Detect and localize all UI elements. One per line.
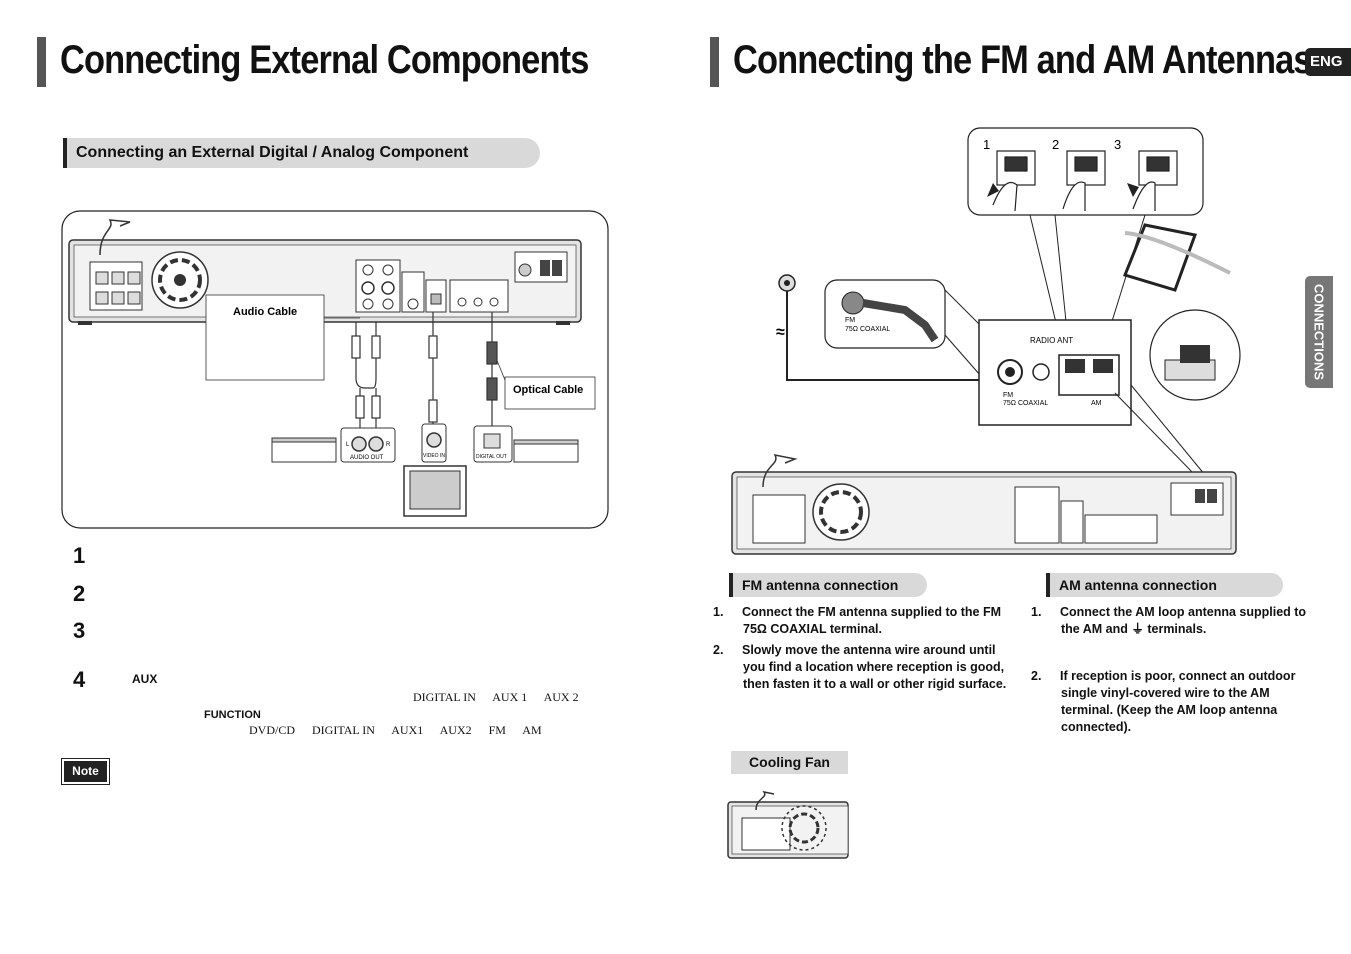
fm-instruction-1: 1.Connect the FM antenna supplied to the… (713, 605, 1002, 636)
function-options-row: DVD/CD DIGITAL IN AUX1 AUX2 FM AM (249, 723, 556, 738)
step-4-number: 4 (73, 667, 86, 692)
step-3-number: 3 (73, 618, 86, 643)
cooling-fan-label: Cooling Fan (731, 751, 848, 774)
audio-out-label: AUDIO OUT (350, 455, 384, 461)
language-tab: ENG (1305, 48, 1351, 76)
am-instructions: 1.Connect the AM loop antenna supplied t… (1031, 604, 1308, 740)
antenna-step-3: 3 (1114, 137, 1121, 152)
option-aux1: AUX 1 (492, 690, 528, 704)
page-title: Connecting External Components (60, 38, 589, 82)
digital-out-label: DIGITAL OUT (476, 454, 507, 460)
audio-cable-label: Audio Cable (233, 306, 297, 318)
step-2-number: 2 (73, 581, 86, 606)
connections-side-tab: CONNECTIONS (1305, 276, 1333, 388)
aux-label: AUX (132, 672, 158, 686)
cooling-fan-diagram (727, 790, 849, 859)
optical-cable-label: Optical Cable (513, 384, 583, 396)
section-title-external-component: Connecting an External Digital / Analog … (63, 138, 540, 168)
fm-terminal-label: FM (1003, 392, 1013, 399)
function-label: FUNCTION (204, 709, 261, 721)
fm-callout-coax-label: 75Ω COAXIAL (845, 326, 890, 333)
antenna-step-1: 1 (983, 137, 990, 152)
option-dvd-cd: DVD/CD (249, 723, 296, 737)
l-label: L (346, 442, 350, 448)
option-fm: FM (488, 723, 506, 737)
option-digital-in-2: DIGITAL IN (312, 723, 375, 737)
right-title-bar (710, 37, 719, 87)
am-instruction-1: 1.Connect the AM loop antenna supplied t… (1031, 605, 1307, 636)
radio-ant-label: RADIO ANT (1030, 336, 1073, 345)
input-options-row: DIGITAL IN AUX 1 AUX 2 (413, 690, 593, 705)
left-title-bar (37, 37, 46, 87)
section-title-fm-antenna: FM antenna connection (729, 573, 927, 597)
am-terminal-label: AM (1091, 400, 1102, 407)
section-title-am-antenna: AM antenna connection (1046, 573, 1283, 597)
fm-callout-label: FM (845, 317, 855, 324)
am-instruction-2: 2.If reception is poor, connect an outdo… (1031, 669, 1296, 734)
step-1-number: 1 (73, 543, 86, 568)
note-badge: Note (61, 758, 110, 785)
antenna-diagram: 1 2 3 ≈ FM 75Ω COAXIAL RADIO ANT FM 75Ω … (731, 127, 1241, 555)
right-page-title: Connecting the FM and AM Antennas (733, 38, 1313, 82)
option-aux2: AUX 2 (543, 690, 579, 704)
svg-text:≈: ≈ (776, 324, 785, 341)
fm-terminal-coax: 75Ω COAXIAL (1003, 400, 1048, 407)
external-component-diagram: Audio Cable Optical Cable L R AUDIO OUT … (61, 210, 609, 529)
option-am: AM (522, 723, 542, 737)
fm-instruction-2: 2.Slowly move the antenna wire around un… (713, 643, 1007, 691)
option-digital-in: DIGITAL IN (413, 690, 476, 704)
fm-instructions: 1.Connect the FM antenna supplied to the… (713, 604, 1018, 697)
option-aux2-2: AUX2 (439, 723, 472, 737)
option-aux1-2: AUX1 (391, 723, 424, 737)
video-in-label: VIDEO IN (423, 453, 445, 459)
r-label: R (386, 442, 391, 448)
antenna-step-2: 2 (1052, 137, 1059, 152)
